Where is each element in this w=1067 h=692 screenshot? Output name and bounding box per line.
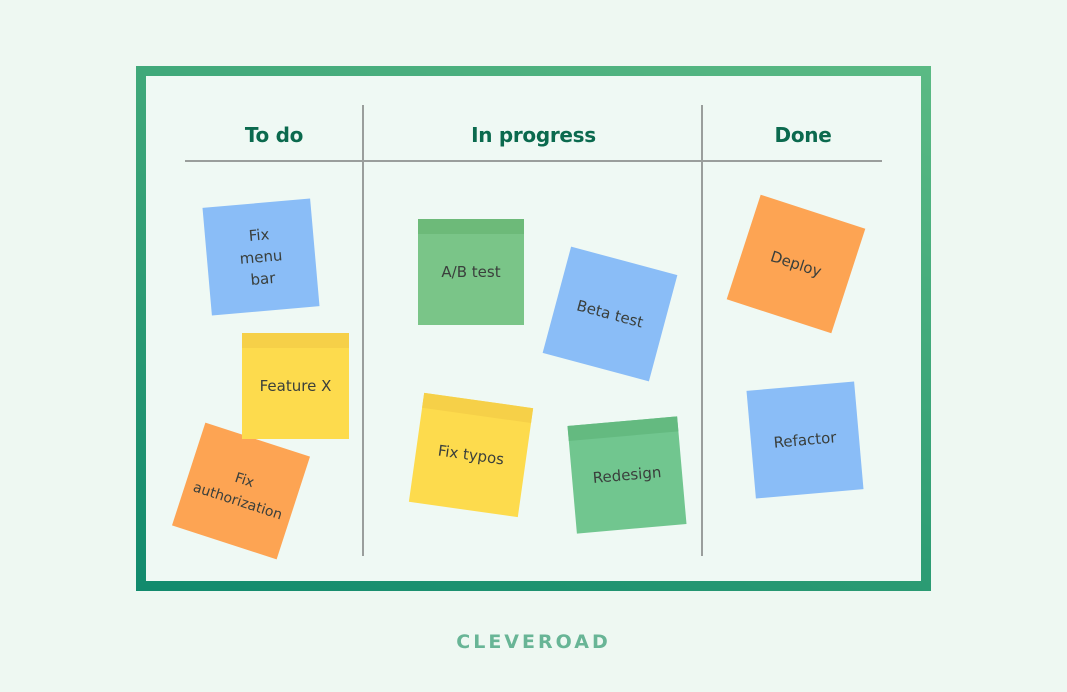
brand-logo-text: CLEVEROAD	[456, 631, 611, 653]
sticky-note-ab-test[interactable]: A/B test	[418, 219, 524, 325]
sticky-note-fix-typos[interactable]: Fix typos	[408, 392, 534, 518]
note-text: Deploy	[768, 247, 824, 281]
column-title-todo: To do	[244, 123, 304, 147]
column-divider-1	[362, 105, 364, 556]
column-divider-2	[701, 105, 703, 556]
note-text: Fix authorization	[191, 469, 285, 524]
column-title-done: Done	[774, 123, 832, 147]
note-text: Beta test	[574, 296, 646, 332]
sticky-note-refactor[interactable]: Refactor	[746, 381, 864, 499]
note-text: Refactor	[772, 428, 838, 452]
sticky-note-redesign[interactable]: Redesign	[567, 416, 687, 534]
note-text: Feature X	[259, 377, 332, 395]
header-divider	[185, 160, 882, 162]
note-text: Fix typos	[436, 441, 506, 469]
note-text: A/B test	[441, 263, 501, 281]
note-text: Fix menu bar	[238, 225, 284, 289]
column-title-in-progress: In progress	[471, 123, 596, 147]
note-text: Redesign	[591, 463, 663, 487]
note-adhesive-band	[242, 333, 349, 348]
note-adhesive-band	[418, 219, 524, 234]
sticky-note-feature-x[interactable]: Feature X	[242, 333, 349, 439]
sticky-note-fix-menu-bar[interactable]: Fix menu bar	[202, 198, 320, 316]
